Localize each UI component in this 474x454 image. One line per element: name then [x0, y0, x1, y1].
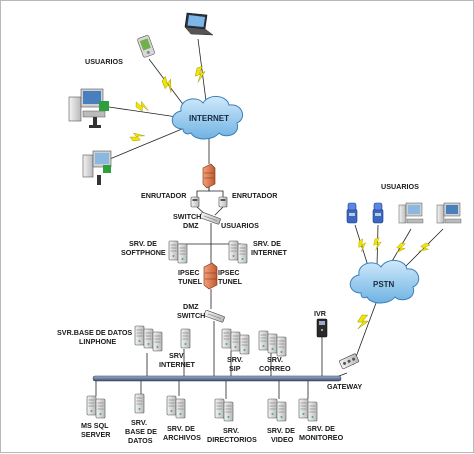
ivr-label: IVR — [314, 309, 327, 318]
desktop-icon — [82, 150, 112, 185]
network-bus — [92, 375, 342, 382]
ip-phone-icon — [372, 202, 384, 224]
server-icon — [86, 395, 106, 419]
server-icon — [221, 328, 250, 355]
srv-internet-top-label-1: SRV. DE — [253, 239, 281, 248]
gateway-label: GATEWAY — [327, 382, 362, 391]
ipsec-left-label-1: IPSEC — [178, 268, 200, 277]
pstn-cloud: PSTN — [349, 260, 420, 304]
srv-sip-label-2: SIP — [229, 364, 241, 373]
server-icon — [166, 395, 186, 419]
srv-video-label-1: SRV. DE — [267, 426, 295, 435]
server-icon — [214, 398, 234, 422]
ip-phone-icon — [346, 202, 358, 224]
srv-internet-top-label-2: INTERNET — [251, 248, 288, 257]
router-icon — [190, 196, 200, 208]
pda-icon — [137, 35, 155, 58]
enrutador-right-label: ENRUTADOR — [232, 191, 278, 200]
workstation-icon — [436, 202, 462, 224]
server-icon — [258, 330, 287, 357]
srv-video-label-2: VIDEO — [271, 435, 294, 444]
srv-bd-label-2: BASE DE — [125, 427, 157, 436]
ipsec-right-label-2: TUNEL — [218, 277, 243, 286]
ivr-device-icon — [316, 318, 328, 338]
server-icon — [228, 240, 248, 264]
srv-monitoreo-label-1: SRV. DE — [307, 424, 335, 433]
svr-bd-linphone-label-1: SVR.BASE DE DATOS — [57, 328, 132, 337]
switch-icon — [203, 309, 225, 323]
usuarios-left-label: USUARIOS — [85, 57, 123, 66]
server-icon — [267, 398, 287, 422]
srv-bd-label-1: SRV. — [131, 418, 147, 427]
srv-bd-label-3: DATOS — [128, 436, 153, 445]
laptop-icon — [184, 12, 214, 36]
srv-directorios-label-1: SRV. — [223, 426, 239, 435]
srv-internet-label-1: SRV. — [169, 351, 185, 360]
svr-bd-linphone-label-2: LINPHONE — [79, 337, 116, 346]
server-icon — [180, 328, 191, 349]
pstn-label: PSTN — [373, 280, 395, 289]
switch-icon — [199, 211, 221, 225]
srv-correo-label-1: SRV. — [267, 355, 283, 364]
server-icon — [168, 240, 188, 264]
workstation-icon — [398, 202, 424, 224]
srv-correo-label-2: CORREO — [259, 364, 291, 373]
dmz-switch-label-2: SWITCH — [177, 311, 205, 320]
srv-archivos-label-1: SRV. DE — [167, 424, 195, 433]
ms-sql-label-2: SERVER — [81, 430, 111, 439]
server-icon — [134, 393, 145, 414]
switch-dmz-label-2: DMZ — [183, 221, 199, 230]
srv-monitoreo-label-2: MONITOREO — [299, 433, 344, 442]
dmz-switch-label-1: DMZ — [183, 302, 199, 311]
ms-sql-label-1: MS SQL — [81, 421, 109, 430]
ipsec-right-label-1: IPSEC — [218, 268, 240, 277]
usuarios-mid-label: USUARIOS — [221, 221, 259, 230]
srv-softphone-label-1: SRV. DE — [129, 239, 157, 248]
srv-internet-label-2: INTERNET — [159, 360, 196, 369]
firewall-icon — [202, 163, 216, 189]
firewall-icon — [203, 262, 218, 290]
srv-directorios-label-2: DIRECTORIOS — [207, 435, 257, 444]
srv-sip-label-1: SRV. — [227, 355, 243, 364]
usuarios-right-label: USUARIOS — [381, 182, 419, 191]
router-icon — [218, 196, 228, 208]
srv-softphone-label-2: SOFTPHONE — [121, 248, 166, 257]
srv-archivos-label-2: ARCHIVOS — [163, 433, 201, 442]
switch-dmz-label-1: SWITCH — [173, 212, 201, 221]
gateway-icon — [339, 353, 360, 370]
ipsec-left-label-2: TUNEL — [178, 277, 203, 286]
server-icon — [134, 325, 163, 352]
enrutador-left-label: ENRUTADOR — [141, 191, 187, 200]
internet-label: INTERNET — [189, 114, 229, 123]
internet-cloud: INTERNET — [171, 96, 244, 140]
workstation-icon — [68, 88, 109, 128]
server-icon — [298, 398, 318, 422]
